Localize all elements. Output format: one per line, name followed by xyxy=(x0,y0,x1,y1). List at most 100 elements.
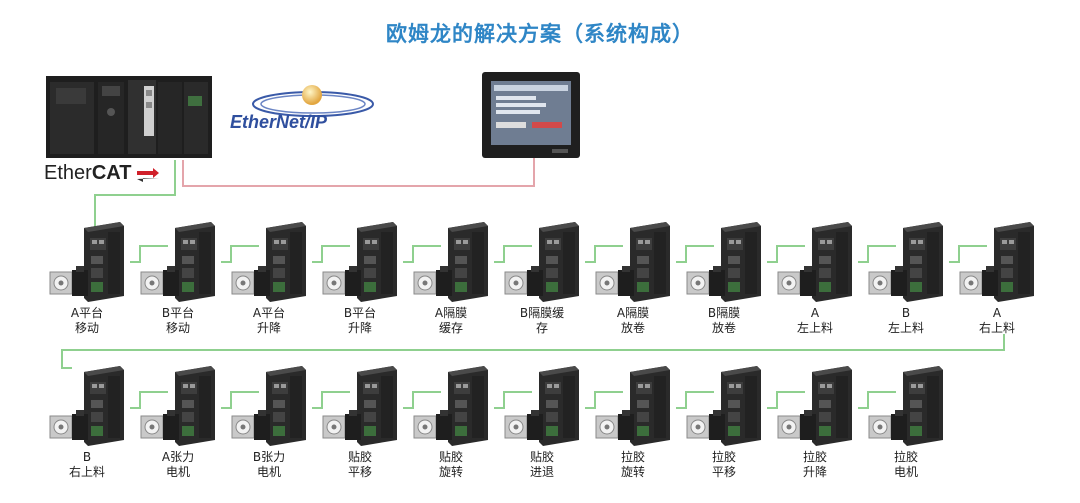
servo-label: B隔膜缓 存 xyxy=(499,306,585,336)
servo-label: B平台 移动 xyxy=(135,306,221,336)
servo-label-line2: 旋转 xyxy=(438,465,463,479)
servo-label: 拉胶 旋转 xyxy=(590,450,676,480)
servo-node: 贴胶 旋转 xyxy=(408,366,494,479)
servo-label-line2: 右上料 xyxy=(978,321,1015,335)
servo-node: A隔膜 放卷 xyxy=(590,222,676,335)
servo-label-line1: B隔膜 xyxy=(707,306,741,320)
servo-label: B 右上料 xyxy=(44,450,130,480)
servo-drive-motor-image xyxy=(322,366,397,446)
servo-drive-motor-image xyxy=(49,366,124,446)
servo-label-line2: 电机 xyxy=(893,465,918,479)
servo-label: B隔膜 放卷 xyxy=(681,306,767,336)
ethercat-text-ether: Ether xyxy=(44,162,92,184)
servo-label-line1: A隔膜 xyxy=(616,306,650,320)
servo-drive-motor-image xyxy=(868,222,943,302)
servo-label-line1: A xyxy=(992,306,1002,320)
servo-label-line1: A平台 xyxy=(70,306,104,320)
servo-label-line1: B隔膜缓 xyxy=(519,306,565,320)
servo-label-line1: 拉胶 xyxy=(711,450,736,464)
plc-controller-image xyxy=(46,76,212,158)
servo-label-line1: A平台 xyxy=(252,306,286,320)
servo-label: 贴胶 进退 xyxy=(499,450,585,480)
hmi-touch-panel-image xyxy=(482,72,580,158)
servo-label: A 左上料 xyxy=(772,306,858,336)
ethernetip-link xyxy=(182,158,535,187)
servo-node: 拉胶 升降 xyxy=(772,366,858,479)
servo-drive-motor-image xyxy=(777,366,852,446)
servo-label-line2: 电机 xyxy=(256,465,281,479)
servo-node: 贴胶 平移 xyxy=(317,366,403,479)
servo-drive-motor-image xyxy=(595,222,670,302)
servo-node: 拉胶 平移 xyxy=(681,366,767,479)
servo-drive-motor-image xyxy=(140,222,215,302)
servo-label: A 右上料 xyxy=(954,306,1040,336)
servo-label-line2: 平移 xyxy=(711,465,736,479)
servo-drive-motor-image xyxy=(231,366,306,446)
servo-label-line2: 放卷 xyxy=(711,321,736,335)
servo-label-line1: B张力 xyxy=(252,450,286,464)
servo-label-line1: B平台 xyxy=(161,306,195,320)
servo-node: 拉胶 电机 xyxy=(863,366,949,479)
servo-node: A 左上料 xyxy=(772,222,858,335)
servo-label-line2: 电机 xyxy=(165,465,190,479)
servo-label-line2: 进退 xyxy=(529,465,554,479)
servo-label: A张力 电机 xyxy=(135,450,221,480)
ethernetip-logo: EtherNet/IP xyxy=(228,82,388,142)
servo-label: A平台 移动 xyxy=(44,306,130,336)
ethercat-text-cat: CAT xyxy=(91,162,132,184)
servo-label: A隔膜 放卷 xyxy=(590,306,676,336)
servo-label-line2: 移动 xyxy=(165,321,190,335)
ethernetip-text: EtherNet/IP xyxy=(230,112,328,132)
servo-drive-motor-image xyxy=(686,222,761,302)
ethercat-wrap xyxy=(61,334,1005,369)
servo-label-line2: 升降 xyxy=(802,465,827,479)
servo-drive-motor-image xyxy=(595,366,670,446)
servo-node: B 左上料 xyxy=(863,222,949,335)
servo-label-line1: 贴胶 xyxy=(347,450,372,464)
servo-label-line2: 旋转 xyxy=(620,465,645,479)
servo-node: 贴胶 进退 xyxy=(499,366,585,479)
servo-label: 拉胶 平移 xyxy=(681,450,767,480)
servo-label: B张力 电机 xyxy=(226,450,312,480)
servo-drive-motor-image xyxy=(868,366,943,446)
servo-label-line2: 放卷 xyxy=(620,321,645,335)
servo-label-line1: 拉胶 xyxy=(620,450,645,464)
servo-label-line1: B xyxy=(82,450,92,464)
ethercat-arrows-icon xyxy=(136,167,159,182)
servo-node: A 右上料 xyxy=(954,222,1040,335)
servo-label-line2: 移动 xyxy=(74,321,99,335)
servo-drive-motor-image xyxy=(231,222,306,302)
servo-drive-motor-image xyxy=(504,222,579,302)
servo-drive-motor-image xyxy=(777,222,852,302)
servo-label-line1: B平台 xyxy=(343,306,377,320)
servo-label-line1: 贴胶 xyxy=(438,450,463,464)
servo-drive-motor-image xyxy=(322,222,397,302)
servo-label-line1: 拉胶 xyxy=(802,450,827,464)
servo-drive-motor-image xyxy=(504,366,579,446)
ethercat-trunk xyxy=(94,160,176,228)
servo-drive-motor-image xyxy=(959,222,1034,302)
servo-node: A平台 移动 xyxy=(44,222,130,335)
page-title: 欧姆龙的解决方案（系统构成） xyxy=(386,22,694,46)
servo-label-line1: A隔膜 xyxy=(434,306,468,320)
servo-label-line1: B xyxy=(901,306,911,320)
servo-node: 拉胶 旋转 xyxy=(590,366,676,479)
servo-label-line1: A张力 xyxy=(161,450,195,464)
servo-drive-motor-image xyxy=(140,366,215,446)
servo-node: B隔膜缓 存 xyxy=(499,222,585,335)
servo-label-line2: 升降 xyxy=(347,321,372,335)
servo-drive-motor-image xyxy=(413,222,488,302)
servo-node: B平台 升降 xyxy=(317,222,403,335)
servo-label: 贴胶 旋转 xyxy=(408,450,494,480)
servo-label: B平台 升降 xyxy=(317,306,403,336)
servo-label-line2: 左上料 xyxy=(887,321,924,335)
servo-label-line2: 缓存 xyxy=(438,321,463,335)
servo-label-line1: 贴胶 xyxy=(529,450,554,464)
servo-node: A张力 电机 xyxy=(135,366,221,479)
servo-node: B隔膜 放卷 xyxy=(681,222,767,335)
ethercat-logo: EtherCAT xyxy=(44,162,164,192)
servo-label-line2: 左上料 xyxy=(796,321,833,335)
servo-label: A平台 升降 xyxy=(226,306,312,336)
servo-label-line2: 升降 xyxy=(256,321,281,335)
ethernetip-swoosh-icon xyxy=(252,85,374,117)
